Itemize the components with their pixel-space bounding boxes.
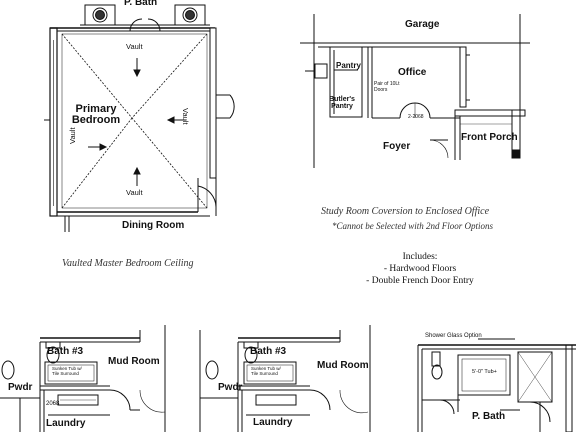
- bath3-label-2: Bath #3: [250, 346, 287, 357]
- butlers-pantry-label: Butler's Pantry: [329, 96, 355, 110]
- door-note: Pair of 10Lt Doors: [374, 81, 400, 93]
- p-bath-label-top: P. Bath: [124, 0, 158, 8]
- office-label: Office: [398, 67, 427, 78]
- pwdr-label-2: Pwdr: [218, 382, 243, 393]
- includes-item-hardwood: - Hardwood Floors: [383, 264, 457, 274]
- vault-label-top: Vault: [126, 42, 143, 51]
- primary-bedroom-label: Primary Bedroom: [71, 103, 121, 126]
- primary-bedroom-plan: [44, 4, 235, 232]
- office-plan: [300, 14, 530, 168]
- includes-item-french-door: - Double French Door Entry: [366, 276, 474, 286]
- foyer-label: Foyer: [383, 141, 411, 152]
- mud-room-label-1: Mud Room: [108, 356, 160, 367]
- front-porch-label: Front Porch: [461, 132, 518, 143]
- pwdr-label-1: Pwdr: [8, 382, 33, 393]
- mud-room-label-2: Mud Room: [317, 360, 369, 371]
- dining-room-label: Dining Room: [122, 220, 185, 231]
- garage-label: Garage: [405, 19, 440, 30]
- vault-label-bottom: Vault: [126, 188, 143, 197]
- p-bath-plan: [417, 338, 576, 432]
- door-size-label: 2-2068: [408, 114, 424, 120]
- pantry-label: Pantry: [336, 61, 361, 70]
- tub-note-1: Sunken Tub w/ Tile Surround: [52, 366, 82, 376]
- laundry-label-2: Laundry: [253, 417, 293, 428]
- vaulted-ceiling-caption: Vaulted Master Bedroom Ceiling: [62, 258, 194, 269]
- office-caption-note: *Cannot be Selected with 2nd Floor Optio…: [332, 221, 493, 231]
- vault-label-right: Vault: [181, 108, 190, 125]
- door-size-bottom-1: 2068: [46, 401, 60, 407]
- includes-title: Includes:: [402, 252, 438, 262]
- bath3-plan-2: [199, 325, 371, 432]
- tub-size-label: 5'-0" Tub+: [472, 369, 497, 375]
- p-bath-label-bottom: P. Bath: [472, 411, 506, 422]
- shower-glass-option-label: Shower Glass Option: [425, 333, 482, 339]
- bath3-label-1: Bath #3: [47, 346, 84, 357]
- laundry-label-1: Laundry: [46, 418, 86, 429]
- bath3-plan-1: [0, 325, 166, 432]
- tub-note-2: Sunken Tub w/ Tile Surround: [251, 366, 281, 376]
- office-caption-title: Study Room Coversion to Enclosed Office: [321, 206, 490, 217]
- vault-label-left: Vault: [68, 127, 77, 144]
